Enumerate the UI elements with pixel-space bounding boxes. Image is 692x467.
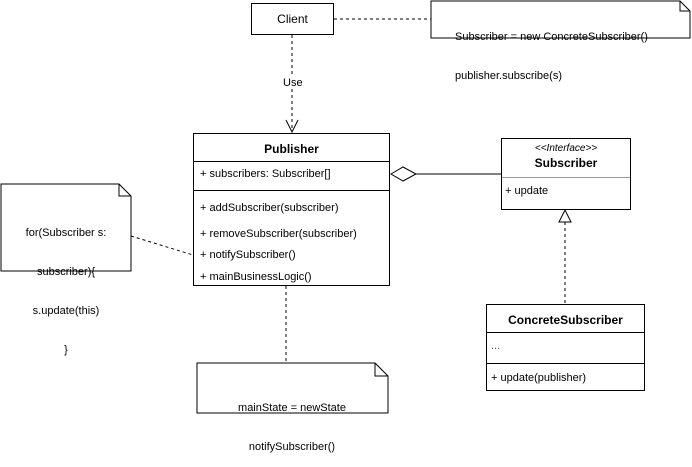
state-note-shape [196, 362, 389, 414]
client-note-fold [679, 1, 690, 12]
client-name: Client [277, 12, 308, 26]
publisher-class[interactable]: Publisher + subscribers: Subscriber[] + … [193, 133, 390, 286]
state-note-fold [374, 363, 388, 377]
client-note-shape [430, 0, 691, 39]
interface-stereotype: <<Interface>> [534, 143, 598, 154]
client-note-line: Subscriber = new ConcreteSubscriber() [455, 31, 648, 43]
publisher-method: + notifySubscriber() [200, 249, 296, 261]
publisher-header-divider [194, 161, 389, 162]
client-note-text: Subscriber = new ConcreteSubscriber() pu… [434, 5, 678, 96]
publisher-field: + subscribers: Subscriber[] [200, 168, 331, 180]
client-note-line: publisher.subscribe(s) [455, 70, 562, 82]
subscriber-interface-method: + update [505, 185, 549, 197]
diagram-canvas [0, 0, 691, 414]
concrete-subscriber-class[interactable]: ConcreteSubscriber ... + update(publishe… [486, 304, 645, 391]
publisher-method: + mainBusinessLogic() [200, 271, 312, 283]
loop-note-line: s.update(this) [32, 305, 100, 317]
loop-note-text: for(Subscriber s: subscriber){ s.update(… [4, 201, 128, 370]
subscriber-interface-name: Subscriber [534, 156, 598, 170]
loop-note-line: for(Subscriber s: [25, 227, 107, 239]
concrete-subscriber-name: ConcreteSubscriber [508, 313, 623, 327]
subscriber-interface-divider [502, 177, 630, 178]
loop-note-line: } [64, 344, 68, 356]
concrete-subscriber-fields-divider [487, 363, 644, 364]
state-note-line: notifySubscriber() [248, 441, 336, 453]
state-note-line: mainState = newState [238, 402, 346, 414]
use-arrowhead [285, 119, 299, 134]
loop-note-line: subscriber){ [36, 266, 96, 278]
publisher-fields-divider [194, 190, 389, 191]
concrete-subscriber-field: ... [491, 340, 501, 352]
publisher-method: + removeSubscriber(subscriber) [200, 228, 357, 240]
aggregation-diamond [390, 166, 418, 182]
publisher-name: Publisher [264, 142, 319, 156]
loop-note-connector [130, 235, 194, 256]
client-class[interactable]: Client [251, 3, 334, 35]
state-note-text: mainState = newState notifySubscriber() [199, 376, 385, 467]
use-label: Use [282, 77, 304, 89]
concrete-subscriber-header-divider [487, 332, 644, 333]
loop-note-shape [0, 183, 132, 272]
subscriber-interface[interactable]: <<Interface>> Subscriber + update [501, 138, 631, 210]
publisher-method: + addSubscriber(subscriber) [200, 202, 339, 214]
realization-arrowhead [558, 208, 572, 223]
loop-note-fold [118, 184, 131, 197]
concrete-subscriber-method: + update(publisher) [491, 372, 587, 384]
